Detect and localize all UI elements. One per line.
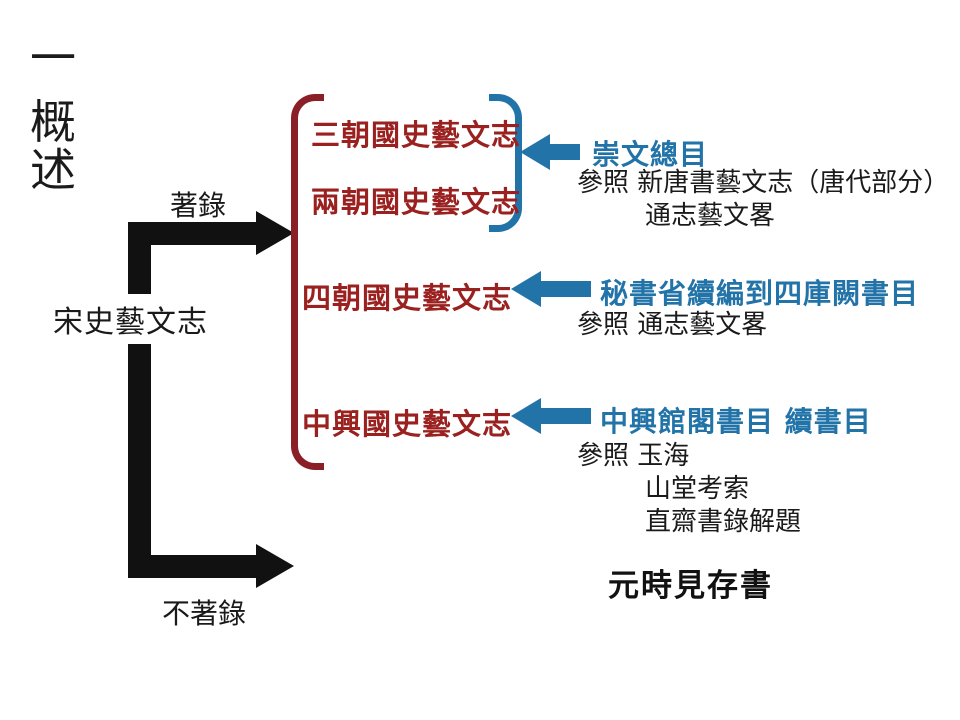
reference-line: 參照 玉海 — [577, 441, 690, 471]
root-node-label: 宋史藝文志 — [50, 294, 211, 344]
history-item-zhongxing: 中興國史藝文志 — [302, 407, 513, 441]
section-number: 一 — [30, 31, 76, 85]
source-arrow-1 — [520, 134, 580, 170]
not-recorded-branch-label: 不著錄 — [162, 597, 247, 630]
reference-block-2: 參照 通志藝文畧 — [577, 309, 767, 342]
section-title-char: 概 — [30, 95, 76, 149]
left-arrow-head-icon — [511, 271, 541, 307]
recorded-arrow-head-icon — [256, 211, 294, 255]
recorded-branch-label: 著錄 — [170, 189, 227, 222]
extant-books-note: 元時見存書 — [608, 568, 773, 604]
section-title-char: 述 — [30, 143, 76, 197]
source-arrow-3 — [511, 398, 591, 434]
reference-block-3: 參照 玉海 山堂考索 直齋書錄解題 — [577, 440, 801, 539]
reference-line: 直齋書錄解題 — [645, 507, 802, 537]
source-arrow-2 — [511, 271, 591, 307]
reference-line: 參照 通志藝文畧 — [577, 310, 768, 340]
source-label-zhongxing-guange: 中興館閣書目 續書目 — [600, 405, 872, 438]
source-label-chongwen: 崇文總目 — [592, 138, 709, 171]
histories-group-bracket — [291, 94, 324, 470]
branch-trunk-line — [128, 222, 151, 578]
reference-line: 山堂考索 — [645, 474, 750, 504]
source-label-mishusheng: 秘書省續編到四庫闕書目 — [600, 277, 920, 310]
reference-block-1: 參照 新唐書藝文志（唐代部分） 通志藝文畧 — [577, 167, 949, 233]
left-arrow-head-icon — [520, 134, 550, 170]
not-recorded-arrow-head-icon — [256, 544, 294, 588]
left-arrow-shaft — [541, 281, 591, 297]
reference-line: 參照 新唐書藝文志（唐代部分） — [577, 168, 950, 198]
history-item-liangchao: 兩朝國史藝文志 — [311, 185, 522, 219]
history-item-sichao: 四朝國史藝文志 — [302, 281, 513, 315]
first-two-histories-bracket — [489, 94, 522, 232]
history-item-sanchao: 三朝國史藝文志 — [311, 118, 522, 152]
section-title: 一 概 述 — [30, 34, 76, 194]
left-arrow-shaft — [550, 144, 580, 160]
reference-line: 通志藝文畧 — [645, 201, 776, 231]
left-arrow-shaft — [541, 408, 591, 424]
left-arrow-head-icon — [511, 398, 541, 434]
recorded-arrow-shaft — [128, 222, 258, 245]
not-recorded-arrow-shaft — [128, 555, 258, 578]
